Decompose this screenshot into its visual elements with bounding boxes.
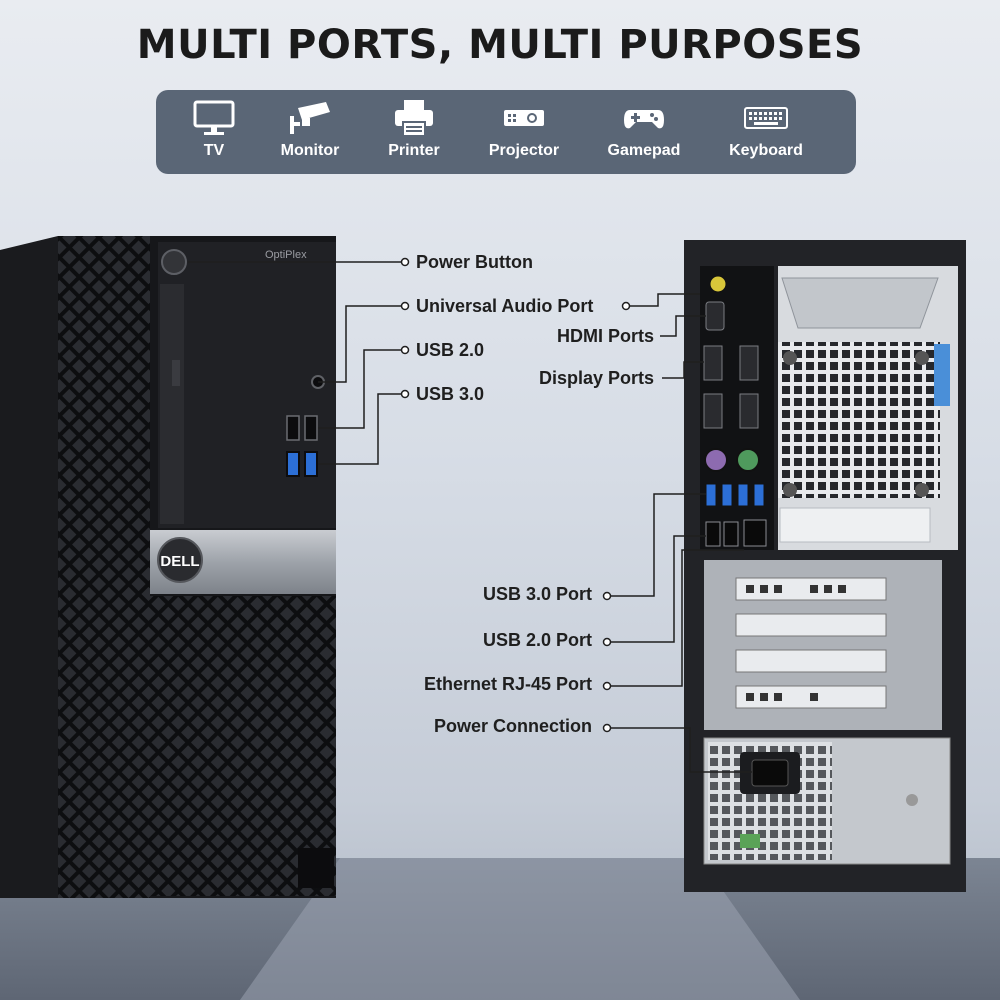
callout-power-connection: Power Connection [433, 716, 592, 736]
power-socket-icon [751, 759, 789, 787]
rear-tower [684, 240, 966, 892]
projector-icon [504, 110, 544, 126]
tv-icon [193, 100, 235, 135]
floor-light [240, 858, 800, 1000]
callout-audio-port: Universal Audio Port [416, 296, 594, 316]
callout-lines [188, 261, 752, 773]
device-label: Monitor [280, 142, 340, 159]
callout-usb3-front: USB 3.0 [416, 384, 485, 404]
keyboard-icon [744, 107, 788, 129]
device-printer: Printer [364, 90, 464, 174]
callout-usb2-front: USB 2.0 [416, 340, 485, 360]
device-keyboard: Keyboard [716, 90, 816, 174]
power-button-icon [161, 249, 187, 275]
ethernet-port-icon [743, 519, 767, 547]
printer-icon [395, 100, 433, 137]
callout-usb2-rear: USB 2.0 Port [482, 630, 592, 650]
model-label: OptiPlex [265, 249, 307, 261]
device-label: Keyboard [729, 142, 803, 159]
device-monitor: Monitor [260, 90, 360, 174]
callout-hdmi: HDMI Ports [556, 326, 654, 346]
gamepad-icon [624, 110, 664, 129]
dell-logo-text: DELL [160, 553, 199, 570]
device-projector: Projector [474, 90, 574, 174]
device-tv: TV [164, 90, 264, 174]
device-label: Gamepad [607, 142, 681, 159]
device-label: TV [203, 142, 225, 159]
device-gamepad: Gamepad [594, 90, 694, 174]
front-tower: DELL OptiPlex [0, 236, 336, 898]
callout-display-ports: Display Ports [538, 368, 654, 388]
device-bar: TV Monitor Printer [156, 90, 856, 174]
cctv-camera-icon [290, 102, 330, 134]
callout-usb3-rear: USB 3.0 Port [482, 584, 592, 604]
page-title: MULTI PORTS, MULTI PURPOSES [136, 22, 864, 68]
device-label: Projector [488, 142, 560, 159]
callout-dots [400, 257, 631, 733]
device-label: Printer [388, 142, 440, 159]
callout-ethernet: Ethernet RJ-45 Port [423, 674, 592, 694]
callout-power-button: Power Button [416, 252, 533, 272]
